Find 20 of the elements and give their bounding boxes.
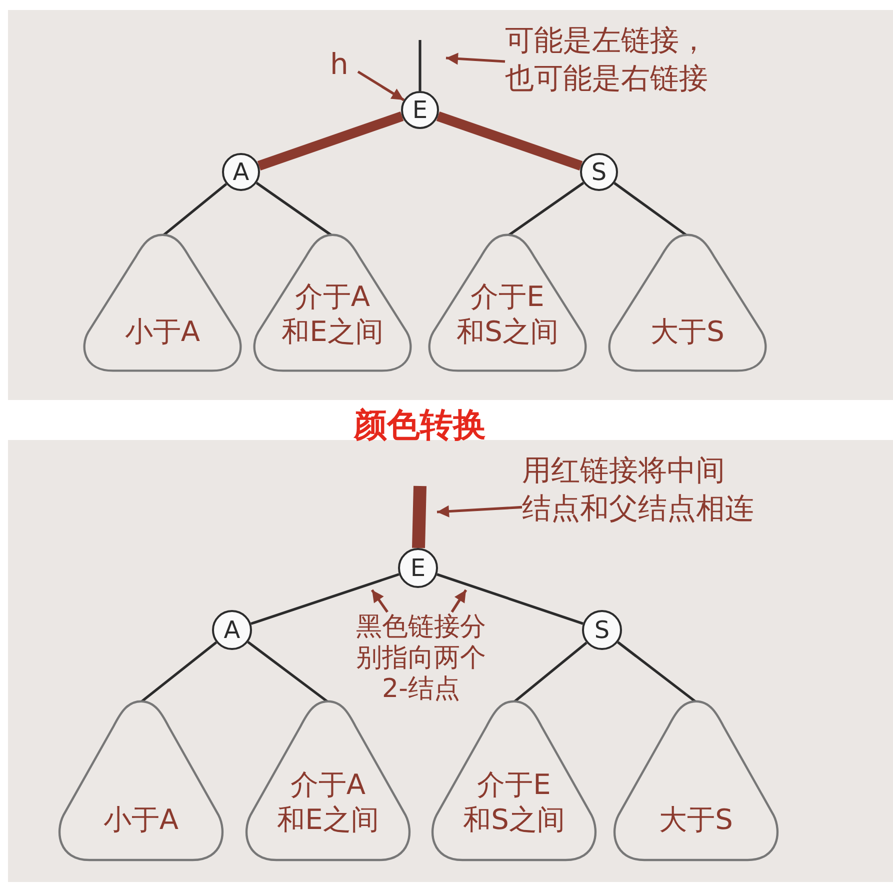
pointer-arrow xyxy=(357,70,404,102)
tree-link xyxy=(436,573,584,625)
annotation-text: 可能是左链接，也可能是右链接 xyxy=(505,22,770,117)
pointer-label: h xyxy=(330,46,358,80)
thick-link xyxy=(257,111,404,171)
leader-arrow xyxy=(370,589,388,613)
tree-link xyxy=(140,641,218,704)
heading: 颜色转换 xyxy=(352,404,487,446)
leader-arrow xyxy=(450,589,468,613)
leader-arrow xyxy=(436,505,522,518)
annotation-text: 用红链接将中间结点和父结点相连 xyxy=(522,452,792,547)
thick-link xyxy=(412,486,426,548)
tree-link xyxy=(247,640,329,704)
tree-link xyxy=(250,573,400,625)
annotation-text: 黑色链接分别指向两个2-结点 xyxy=(350,612,492,708)
thick-link xyxy=(436,111,583,171)
tree-link xyxy=(617,641,697,704)
leader-arrow xyxy=(446,52,506,65)
tree-link xyxy=(418,40,422,91)
tree-link xyxy=(513,642,588,703)
